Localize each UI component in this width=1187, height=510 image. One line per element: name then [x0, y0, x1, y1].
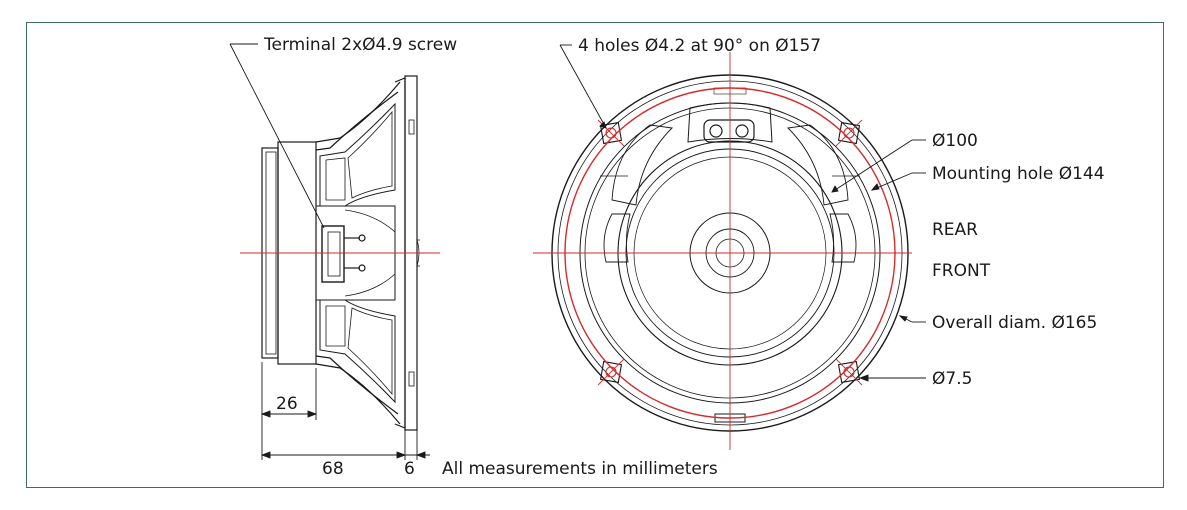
- dim-6: 6: [404, 459, 415, 479]
- front-label: FRONT: [932, 261, 991, 281]
- holes-label: 4 holes Ø4.2 at 90° on Ø157: [578, 36, 821, 56]
- dim-26: 26: [276, 394, 298, 414]
- terminal-top: [687, 102, 773, 143]
- mounting-hole-label: Mounting hole Ø144: [932, 164, 1105, 184]
- front-centerlines: [533, 52, 912, 450]
- drawing-frame: [26, 22, 1164, 488]
- dim-68: 68: [322, 459, 344, 479]
- terminal-block: [321, 225, 345, 283]
- terminal-leader: [229, 43, 325, 229]
- d100-label: Ø100: [932, 131, 978, 151]
- units-note: All measurements in millimeters: [442, 459, 718, 479]
- rear-label: REAR: [932, 220, 978, 240]
- terminal-label: Terminal 2xØ4.9 screw: [263, 35, 457, 55]
- front-leaders: [559, 44, 926, 382]
- d75-label: Ø7.5: [932, 369, 972, 389]
- side-dimensions: [260, 362, 430, 460]
- overall-diameter-label: Overall diam. Ø165: [932, 313, 1097, 333]
